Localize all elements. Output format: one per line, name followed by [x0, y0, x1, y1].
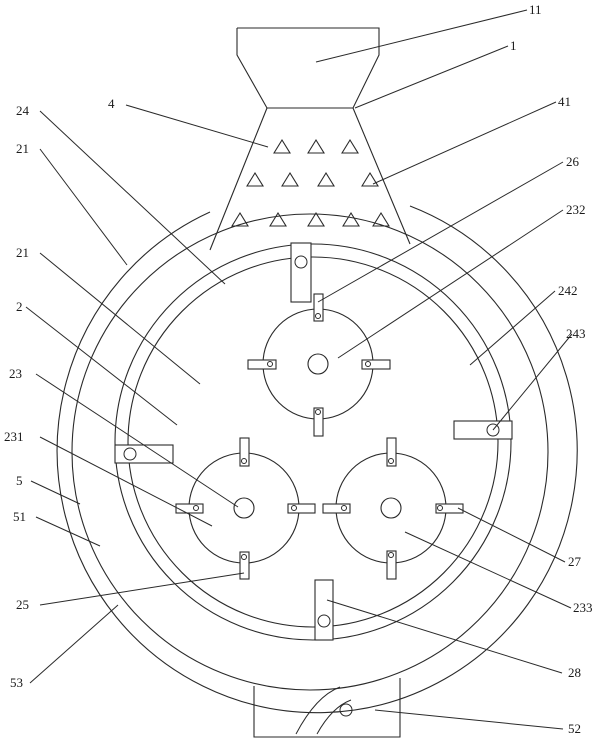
discharge-port: [253, 678, 401, 738]
leader-lines: [25, 9, 573, 730]
label-52: 52: [568, 721, 581, 736]
label-23: 23: [9, 366, 22, 381]
label-2: 2: [16, 299, 23, 314]
label-242: 242: [558, 283, 578, 298]
label-27: 27: [568, 554, 582, 569]
label-233: 233: [573, 600, 593, 615]
label-51: 51: [13, 509, 26, 524]
label-1: 1: [510, 38, 517, 53]
label-21-mid: 21: [16, 245, 29, 260]
rotor-right: [322, 437, 464, 580]
label-53: 53: [10, 675, 23, 690]
label-41: 41: [558, 94, 571, 109]
hopper: [236, 27, 380, 109]
rotor-top: [247, 293, 391, 437]
reference-labels: 11 1 24 4 41 21 26 232 21 242 2 243 23 2…: [4, 2, 593, 736]
label-231: 231: [4, 429, 24, 444]
label-24: 24: [16, 103, 30, 118]
label-5: 5: [16, 473, 23, 488]
funnel-housing: [209, 107, 411, 251]
label-26: 26: [566, 154, 580, 169]
label-232: 232: [566, 202, 586, 217]
label-25: 25: [16, 597, 29, 612]
crushing-teeth: [231, 138, 390, 227]
chamber-rings: [114, 243, 512, 641]
label-28: 28: [568, 665, 581, 680]
label-4: 4: [108, 96, 115, 111]
label-11: 11: [529, 2, 542, 17]
label-243: 243: [566, 326, 586, 341]
label-21-top: 21: [16, 141, 29, 156]
rotor-left: [175, 437, 316, 580]
outer-casing: [56, 205, 578, 714]
